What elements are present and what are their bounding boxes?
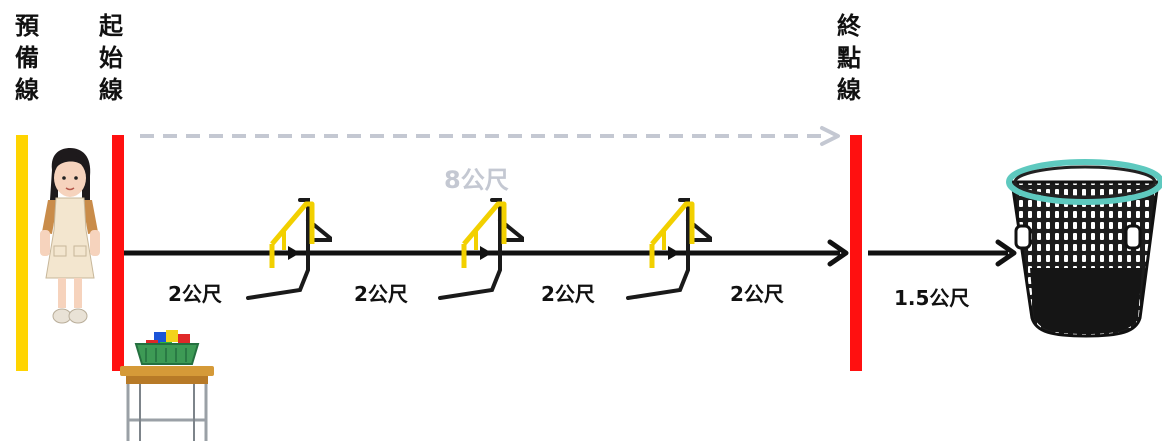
segment-label-3: 2公尺	[541, 282, 595, 306]
beanbag-box-icon	[134, 330, 200, 365]
girl-apron-icon	[40, 148, 100, 324]
basket-arrow	[868, 239, 1017, 267]
prepare-line	[16, 135, 28, 371]
basket-icon	[1006, 159, 1162, 338]
hurdle-icon	[438, 198, 524, 300]
total-distance-label: 8公尺	[444, 166, 509, 194]
desk-icon	[120, 366, 214, 441]
finish-line-label: 終點線	[837, 12, 861, 104]
segment-label-1: 2公尺	[168, 282, 222, 306]
segment-label-4: 2公尺	[730, 282, 784, 306]
start-line-label: 起始線	[99, 12, 123, 104]
finish-line	[850, 135, 862, 371]
prepare-line-label: 預備線	[15, 12, 39, 104]
hurdle-icon	[626, 198, 712, 300]
basket-distance-label: 1.5公尺	[894, 286, 970, 310]
total-distance-arrow	[140, 126, 840, 146]
start-line	[112, 135, 124, 371]
hurdle-icon	[246, 198, 332, 300]
segment-label-2: 2公尺	[354, 282, 408, 306]
